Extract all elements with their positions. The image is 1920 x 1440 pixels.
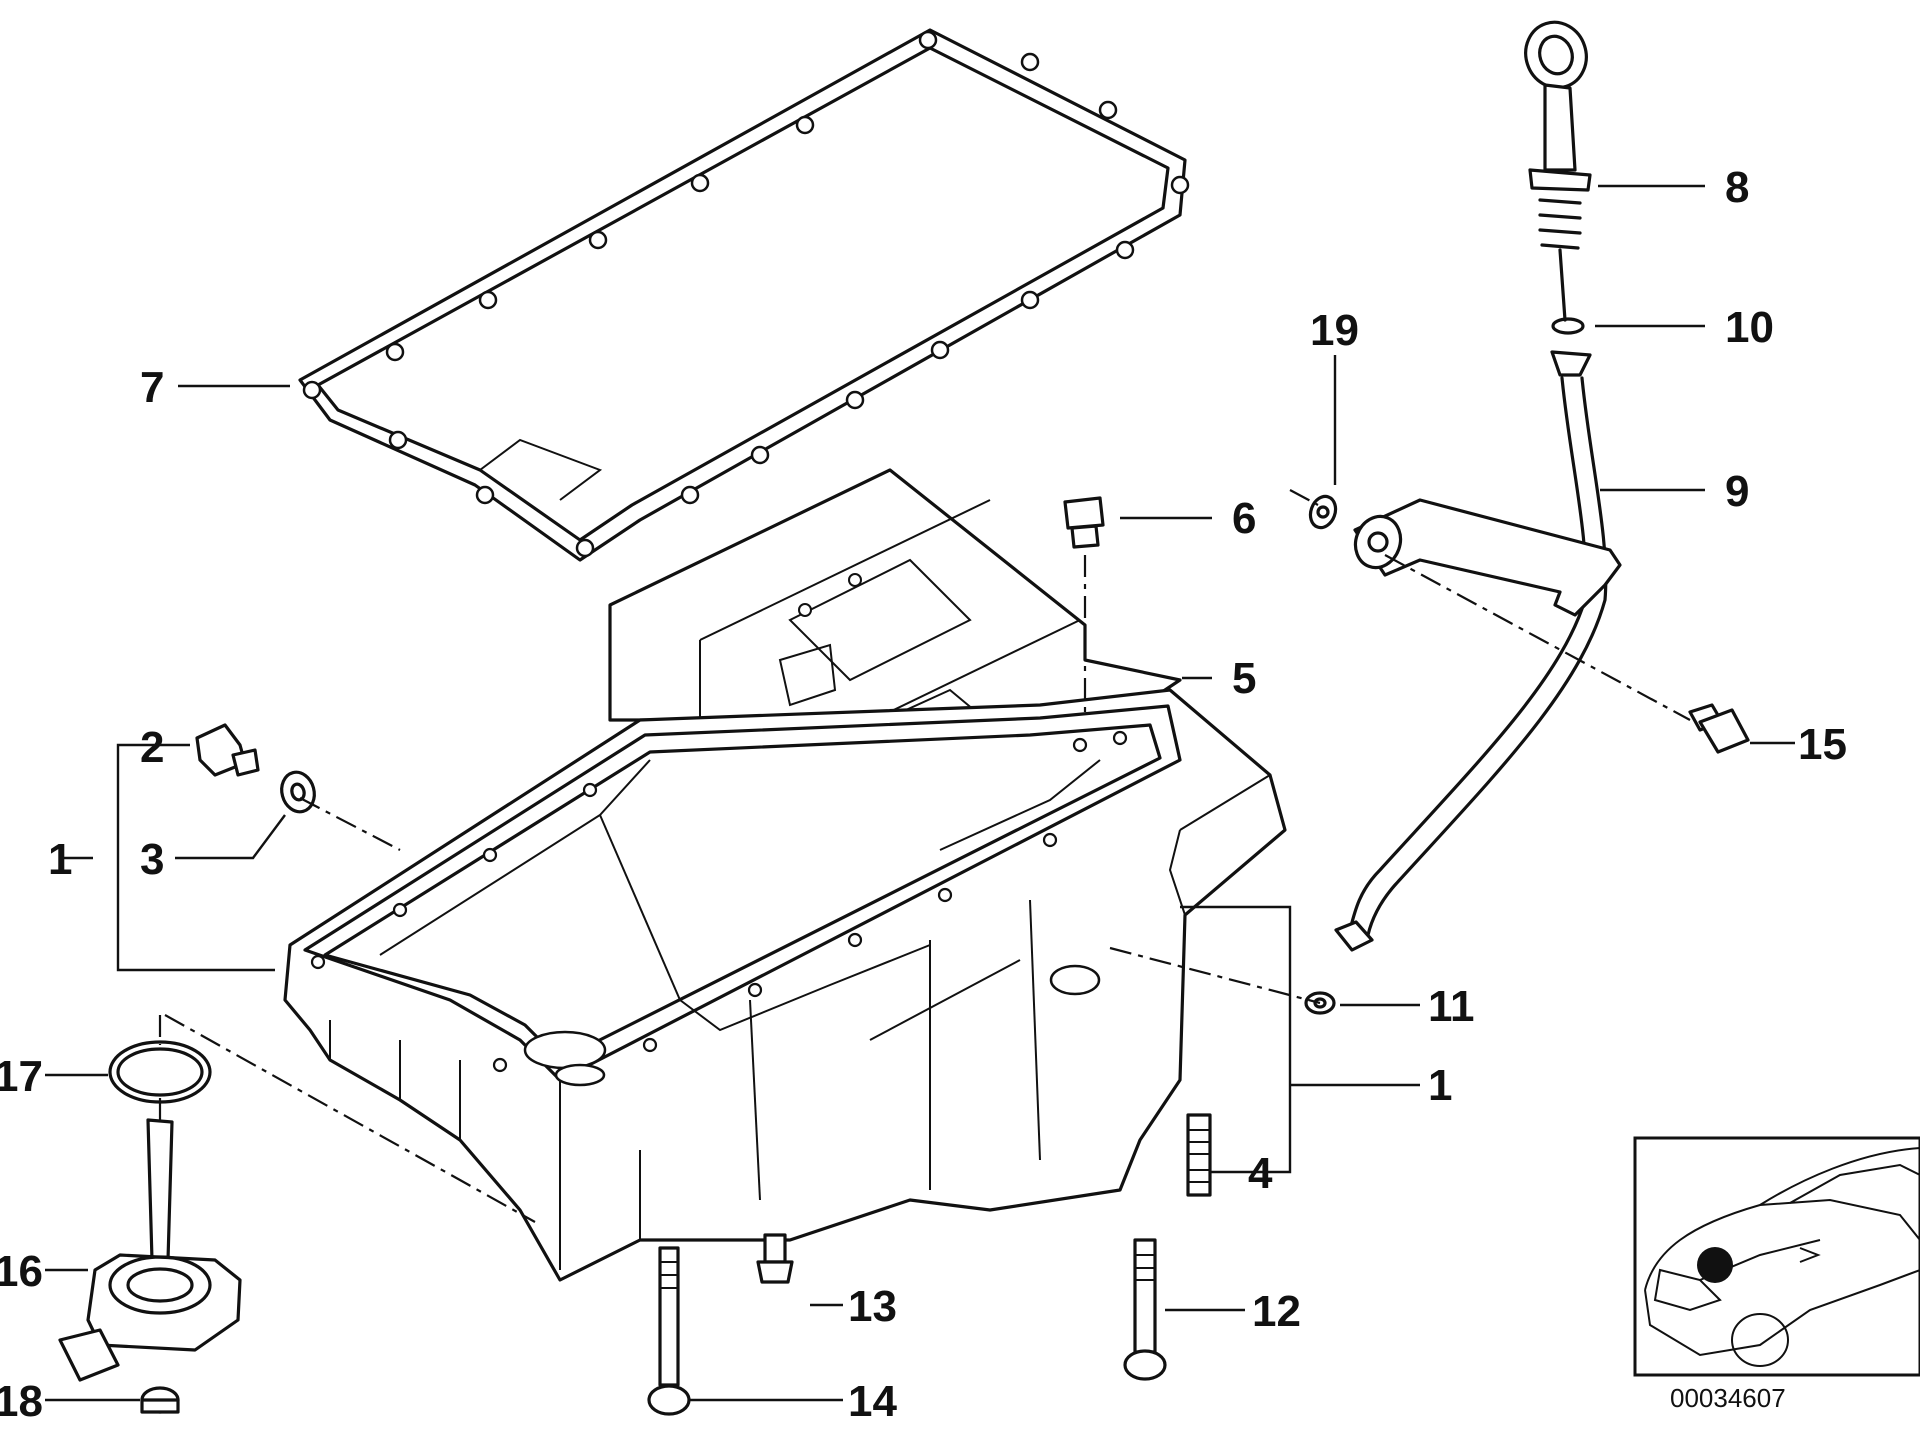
- callout-17: 17: [0, 1052, 43, 1101]
- long-bolt-icon: [1123, 1238, 1167, 1381]
- drain-plug-washer-icon: [280, 770, 316, 814]
- callout-15: 15: [1798, 720, 1847, 769]
- oil-pan-icon: [283, 688, 1287, 1282]
- car-locator-icon: [1633, 1136, 1920, 1377]
- extra-long-bolt-icon: [647, 1246, 691, 1416]
- callout-labels: 7 8 10 19 9 6 5 2 1 3 15 11 1 17 4 16 13…: [0, 163, 1847, 1426]
- drain-plug-icon: [195, 723, 260, 777]
- callout-16: 16: [0, 1247, 43, 1296]
- reference-code: 00034607: [1670, 1383, 1786, 1413]
- callout-6: 6: [1232, 494, 1256, 543]
- callout-13: 13: [848, 1282, 897, 1331]
- callout-18: 18: [0, 1377, 43, 1426]
- stud-icon: [1186, 1113, 1212, 1197]
- callout-10: 10: [1725, 303, 1774, 352]
- flange-bolt-icon: [1688, 703, 1750, 754]
- assembly-guide-lines: [158, 489, 1691, 1223]
- dipstick-bracket-icon: [1353, 498, 1622, 617]
- callout-8: 8: [1725, 163, 1749, 212]
- callout-4: 4: [1248, 1149, 1273, 1198]
- short-bolt-icon: [756, 1233, 794, 1284]
- callout-11: 11: [1428, 982, 1475, 1031]
- callout-14: 14: [848, 1377, 897, 1426]
- oil-pan-gasket-icon: [298, 28, 1190, 562]
- callout-19: 19: [1310, 306, 1359, 355]
- callout-9: 9: [1725, 467, 1749, 516]
- callout-3: 3: [140, 835, 164, 884]
- sensor-o-ring-icon: [108, 1040, 212, 1104]
- callout-12: 12: [1252, 1287, 1301, 1336]
- bolt-icon: [1063, 496, 1105, 549]
- callout-1-right: 1: [1428, 1061, 1452, 1110]
- callout-7: 7: [140, 363, 164, 412]
- callout-5: 5: [1232, 654, 1256, 703]
- washer-icon: [1308, 494, 1338, 530]
- callout-2: 2: [140, 723, 164, 772]
- callout-1-left: 1: [48, 835, 72, 884]
- dipstick-icon: [1334, 20, 1608, 952]
- nut-icon: [140, 1386, 180, 1414]
- leader-lines: [45, 184, 1795, 1402]
- oil-level-sensor-icon: [58, 1118, 242, 1382]
